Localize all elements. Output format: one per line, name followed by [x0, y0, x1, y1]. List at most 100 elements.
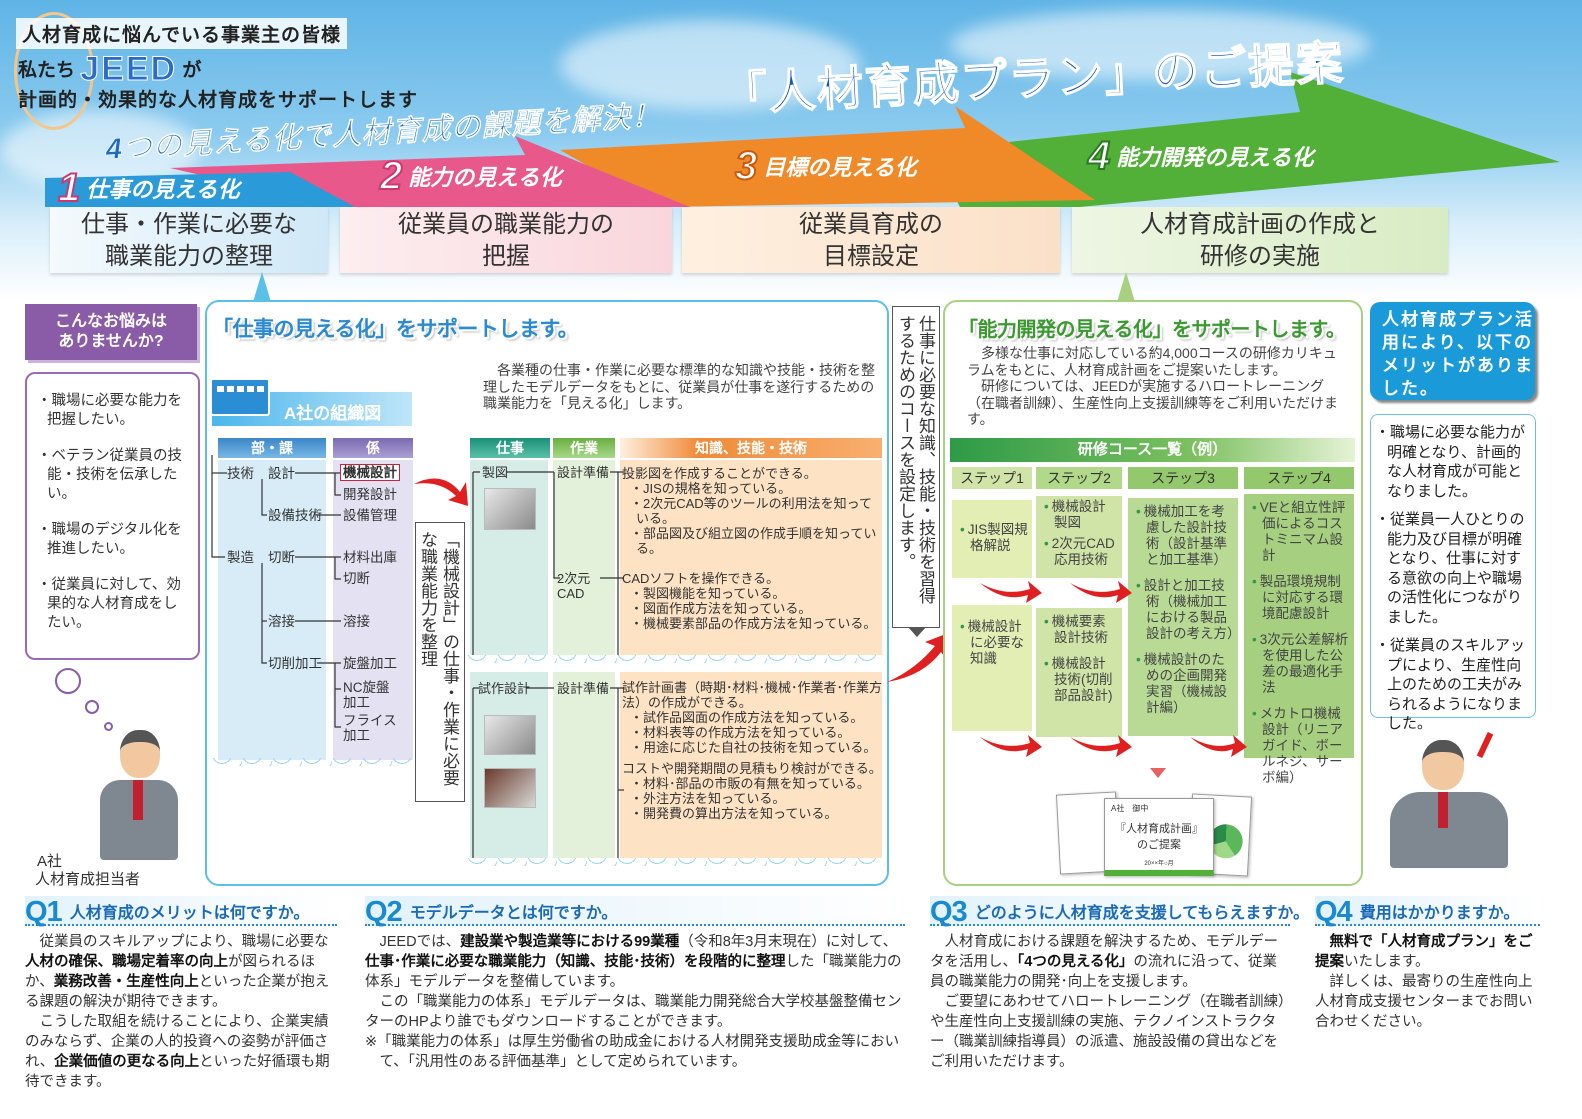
desc-line: 研修の実施 — [1200, 243, 1320, 270]
org-node-line: NC旋盤 — [343, 680, 390, 695]
step-4-description: 人材育成計画の作成と研修の実施 — [1072, 207, 1448, 273]
knowledge-group: 試作計画書（時期･材料･機械･作業者･作業方法）の作成ができる。 ・試作品図面の… — [622, 680, 882, 821]
proposal-document-cover: A社 御中 『人材育成計画』 のご提案 20××年○月 — [1104, 798, 1214, 876]
course-item: 設計と加工技術（機械加工における製品設計の考え方） — [1134, 578, 1241, 642]
answer-text: の流れに沿って、従業員の職業能力の開発･向上を支援します。 — [930, 954, 1277, 990]
building-icon — [210, 378, 270, 416]
dev-panel-description: 多様な仕事に対応している約4,000コースの研修カリキュラムをもとに、人材育成計… — [967, 345, 1347, 428]
emphasis-text: 建設業や製造業等における99業種 — [460, 934, 680, 950]
step-arrows — [45, 72, 1560, 207]
desc-line: 従業員育成の — [799, 211, 943, 238]
course-item: 機械設計に必要な知識 — [958, 619, 1028, 667]
knowledge-sub: ・開発費の算出方法を知っている。 — [630, 806, 838, 821]
prototype-photo — [484, 715, 536, 755]
course-cell: VEと組立性評価によるコストミニマム設計製品環境規制に対応する環境配慮設計 3次元… — [1244, 494, 1354, 785]
course-note-vertical: 仕事に必要な知識、技能・技術を習得するためのコースを設定します。 — [892, 306, 940, 628]
worry-item: ・職場のデジタル化を推進したい。 — [37, 522, 182, 557]
task-cell — [553, 672, 615, 858]
knowledge-sub: ・JISの規格を知っている。 — [630, 481, 792, 496]
knowledge-sub: ・部品図及び組立図の作成手順を知っている。 — [630, 526, 877, 556]
emphasis-text: 仕事･作業に必要な職業能力（知識、技能･技術）を段階的に整理 — [365, 954, 786, 970]
org-node: 材料出庫 — [343, 550, 397, 565]
step-1-description: 仕事・作業に必要な職業能力の整理 — [50, 207, 328, 273]
knowledge-group: 投影図を作成することができる。 ・JISの規格を知っている。 ・2次元CAD等の… — [622, 466, 882, 631]
faq-number: Q4 — [1315, 896, 1353, 928]
knowledge-head: CADソフトを操作できる。 — [622, 571, 780, 586]
course-item: 製品環境規制に対応する環境配慮設計 — [1250, 574, 1350, 622]
knowledge-block: CADソフトを操作できる。 ・製図機能を知っている。 ・図面作成方法を知っている… — [622, 571, 882, 631]
answer-paragraph: 無料で「人材育成プラン」をご提案いたします。 — [1315, 932, 1540, 972]
knowledge-sub: ・図面作成方法を知っている。 — [630, 601, 812, 616]
knowledge-sub: ・2次元CAD等のツールの利用法を知っている。 — [630, 496, 873, 526]
knowledge-block: 投影図を作成することができる。 ・JISの規格を知っている。 ・2次元CAD等の… — [622, 466, 882, 556]
table-header-knowledge: 知識、技能・技術 — [620, 438, 882, 458]
drafting-photo — [484, 488, 536, 530]
emphasis-text: 企業価値の更なる向上 — [54, 1054, 200, 1070]
merit-item: ・職場に必要な能力が明確となり、計画的な人材育成が可能となりました。 — [1375, 424, 1526, 500]
step-title: 目標の見える化 — [763, 155, 917, 180]
title-line: こんなお悩みは — [54, 313, 167, 330]
org-node-highlighted: 機械設計 — [340, 464, 400, 481]
answer-text: といった企業が抱える課題の解決が期待できます。 — [25, 974, 330, 1010]
knowledge-head: 投影図を作成することができる。 — [622, 466, 817, 481]
red-arrow-icon — [887, 632, 951, 682]
arrow-step-3 — [560, 106, 1095, 207]
course-cell: JIS製図規格解説 — [952, 500, 1032, 578]
course-item: VEと組立性評価によるコストミニマム設計 — [1250, 500, 1350, 564]
knowledge-sub: ・機械要素部品の作成方法を知っている。 — [630, 616, 877, 631]
step-header: ステップ1 — [952, 467, 1032, 489]
emphasis-text: 無料で「人材育成プラン」をご提案 — [1315, 934, 1533, 970]
job-name: 製図 — [482, 465, 509, 480]
step-number: 2 — [379, 154, 403, 198]
knowledge-block: 試作計画書（時期･材料･機械･作業者･作業方法）の作成ができる。 ・試作品図面の… — [622, 680, 882, 755]
answer-paragraph: JEEDでは、建設業や製造業等における99業種（令和8年3月末現在）に対して、仕… — [365, 932, 905, 992]
task-name: 2次元CAD — [557, 571, 591, 601]
desc-line: 把握 — [482, 243, 530, 270]
org-node: 開発設計 — [343, 487, 397, 502]
person-illustration-worried — [100, 730, 178, 860]
worries-title: こんなお悩みはありませんか? — [25, 304, 197, 360]
answer-paragraph: この「職業能力の体系」モデルデータは、職業能力開発総合大学校基盤整備センターのH… — [365, 992, 905, 1032]
down-arrow-icon — [1150, 768, 1166, 778]
worry-item: ・職場に必要な能力を把握したい。 — [37, 393, 182, 428]
knowledge-sub: ・試作品図面の作成方法を知っている。 — [630, 710, 864, 725]
org-chart-lines — [211, 455, 341, 728]
org-node-line: 加工 — [343, 695, 370, 710]
answer-text: が図られるほか、 — [25, 954, 315, 990]
answer-text: 詳しくは、最寄りの生産性向上人材育成支援センターまでお問い合わせください。 — [1315, 974, 1533, 1030]
course-item: 機械設計製図 — [1042, 499, 1118, 531]
course-item: 3次元公差解析を使用した公差の最適化手法 — [1250, 632, 1350, 696]
table-header-job: 仕事 — [470, 438, 550, 458]
org-node: 切断 — [343, 571, 370, 586]
callout-tail — [253, 272, 271, 302]
org-node: 設計 — [268, 466, 295, 481]
we-prefix: 私たち — [18, 60, 76, 81]
answer-paragraph: こうした取組を続けることにより、企業実績のみならず、企業の人的投資への姿勢が評価… — [25, 1012, 337, 1092]
faq-question: 費用はかかりますか。 — [1359, 905, 1520, 922]
faq-question: モデルデータとは何ですか。 — [409, 905, 618, 922]
arrow-step-1 — [45, 172, 355, 207]
knowledge-head: 試作計画書（時期･材料･機械･作業者･作業方法）の作成ができる。 — [622, 680, 883, 710]
answer-text: 従業員のスキルアップにより、職場に必要な — [39, 934, 329, 950]
faq-header: Q4 費用はかかりますか。 — [1315, 896, 1540, 928]
step-title: 能力の見える化 — [408, 165, 562, 190]
table-header-task: 作業 — [553, 438, 615, 458]
answer-text: といった好循環も期待できます。 — [25, 1054, 330, 1090]
answer-text: こうした取組を続けることにより、企業実績のみならず、企業の人的投資への姿勢が評価… — [25, 1014, 329, 1070]
doc-date: 20××年○月 — [1144, 861, 1174, 867]
desc-line: 仕事・作業に必要な — [81, 211, 297, 238]
cad-work-photo — [484, 768, 536, 808]
merits-title: 人材育成プラン活用により、以下のメリットがありました。 — [1370, 302, 1535, 400]
title-line: ありませんか? — [58, 333, 164, 350]
task-name: 設計準備 — [557, 465, 610, 480]
course-cell: 機械設計に必要な知識 — [952, 605, 1032, 731]
org-node: 製造 — [227, 550, 254, 565]
person-company: A社 — [37, 853, 63, 870]
emphasis-text: 人材の確保、職場定着率の向上 — [25, 954, 228, 970]
tagline: 計画的・効果的な人材育成をサポートします — [18, 90, 419, 111]
answer-text: この「職業能力の体系」モデルデータは、職業能力開発総合大学校基盤整備センターのH… — [365, 994, 902, 1030]
